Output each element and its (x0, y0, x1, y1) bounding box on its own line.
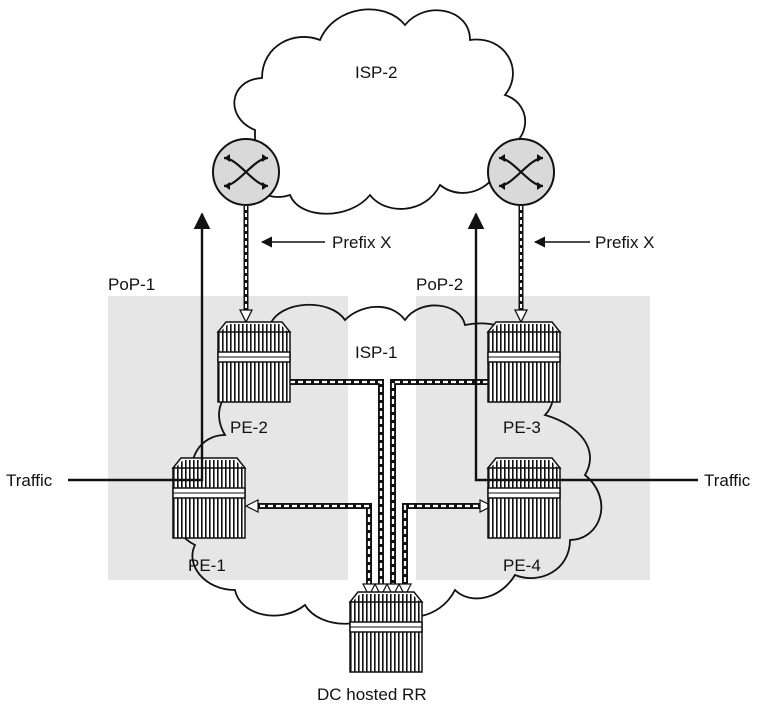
traffic-label-left: Traffic (6, 471, 53, 490)
isp2-router-left-icon (211, 137, 281, 207)
pe1-router-icon (172, 457, 246, 539)
traffic-path-left (68, 212, 211, 482)
pe3-router-icon (487, 321, 561, 403)
pe3-label: PE-3 (503, 418, 541, 437)
isp2-router-right-icon (486, 137, 556, 207)
ibgp-sessions (252, 379, 488, 588)
isp1-label: ISP-1 (355, 343, 398, 362)
rr-label: DC hosted RR (317, 685, 427, 704)
pop2-label: PoP-2 (416, 275, 463, 294)
pe4-router-icon (487, 457, 561, 539)
pe2-label: PE-2 (230, 418, 268, 437)
pe4-label: PE-4 (503, 556, 541, 575)
traffic-path-right (467, 212, 698, 482)
pe2-router-icon (217, 321, 291, 403)
rr-router-icon (349, 591, 423, 673)
prefix-label-left: Prefix X (332, 233, 392, 252)
prefix-arrow-right (513, 206, 529, 324)
traffic-label-right: Traffic (704, 471, 751, 490)
isp2-cloud (233, 8, 527, 215)
pe1-label: PE-1 (188, 556, 226, 575)
prefix-arrow-left (238, 206, 254, 324)
prefix-label-right: Prefix X (595, 233, 655, 252)
isp2-label: ISP-2 (355, 63, 398, 82)
pop1-label: PoP-1 (108, 275, 155, 294)
